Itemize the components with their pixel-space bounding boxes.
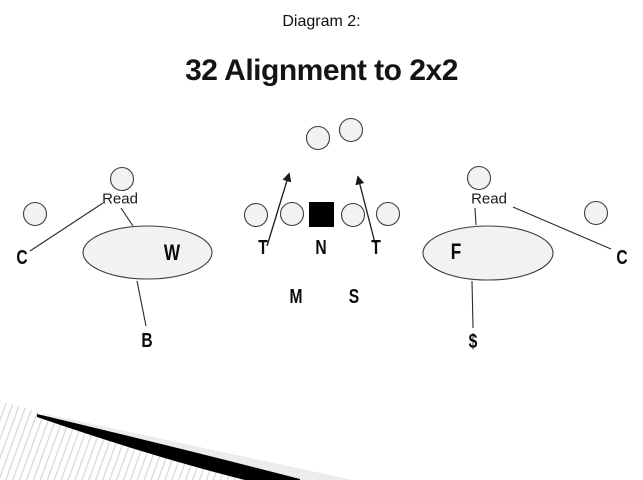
page-title: 32 Alignment to 2x2: [185, 54, 458, 87]
offense-lineman-circle: [375, 201, 401, 227]
offense-lineman-circle: [279, 201, 305, 227]
offense-lineman-circle: [243, 202, 269, 228]
will-ellipse: [82, 225, 213, 280]
connector-read-left-to-will: [120, 207, 134, 227]
receiver-circle-right: [583, 200, 609, 226]
backfield-player-circle: [305, 125, 331, 151]
read-label-right: Read: [471, 190, 507, 208]
center-square: [309, 202, 334, 227]
offense-lineman-circle: [340, 202, 366, 228]
label-will: W: [163, 240, 181, 265]
read-arrow-right: [355, 175, 376, 244]
label-free: F: [450, 239, 462, 264]
label-corner-left: C: [16, 247, 28, 269]
label-tackle-left: T: [258, 237, 268, 259]
label-buck: B: [141, 330, 153, 352]
connector-read-right-to-corner: [512, 206, 612, 250]
slide-caption: Diagram 2:: [282, 13, 361, 30]
read-label-left: Read: [102, 190, 138, 208]
read-arrow-left: [266, 172, 292, 247]
footer-black-stripe: [37, 414, 300, 480]
label-mike: M: [289, 286, 303, 308]
backfield-player-circle: [338, 117, 364, 143]
connector-corner-left-to-read: [29, 202, 104, 252]
label-sam: S: [348, 286, 360, 308]
label-tackle-right: T: [371, 237, 381, 259]
connector-read-right-to-free: [474, 207, 477, 226]
connector-will-to-buck: [136, 280, 147, 327]
label-dollar: $: [468, 331, 478, 353]
label-nose: N: [315, 237, 327, 259]
receiver-circle-left: [22, 201, 48, 227]
footer-gray-band: [37, 412, 353, 480]
read-key-circle-right: [466, 165, 492, 191]
connector-free-to-dollar: [471, 280, 474, 329]
read-key-circle-left: [109, 166, 135, 192]
free-ellipse: [422, 225, 554, 281]
label-corner-right: C: [616, 247, 628, 269]
